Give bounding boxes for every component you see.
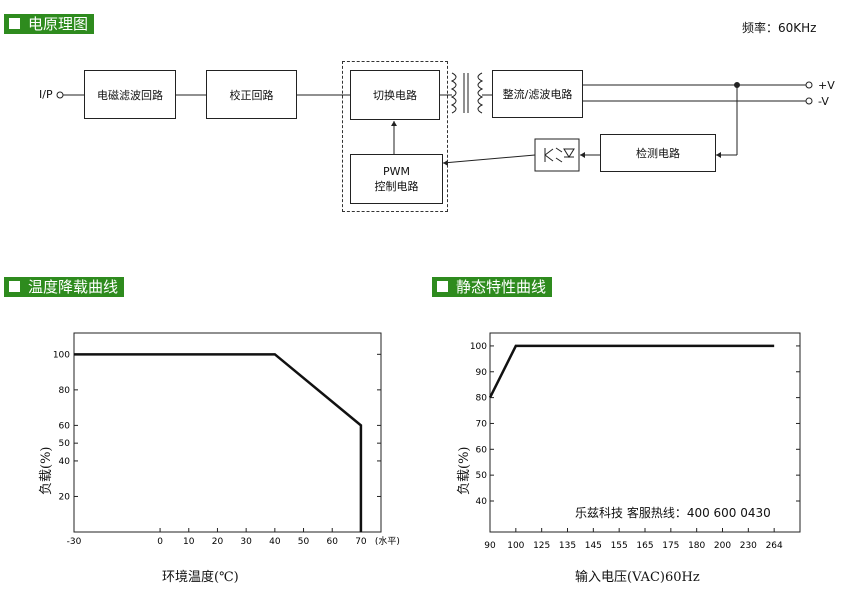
header-square-icon	[437, 281, 448, 292]
derating-plot-frame	[73, 332, 382, 533]
static-series-line	[488, 344, 775, 399]
derating-series-line	[74, 353, 363, 532]
derating-x-tick-label: 0	[157, 537, 163, 547]
derating-x-tick-label: 20	[212, 537, 224, 547]
block-emi-filter: 电磁滤波回路	[84, 70, 176, 119]
static-y-tick-label: 50	[476, 471, 488, 481]
static-y-tick-label: 40	[476, 497, 488, 507]
derating-y-tick-label: 20	[59, 492, 71, 502]
derating-x-tick-label: 60	[326, 537, 338, 547]
static-x-axis-label: 输入电压(VAC)60Hz	[575, 570, 700, 585]
static-x-tick-label: 145	[585, 541, 602, 551]
output-positive-label: +V	[818, 79, 835, 92]
output-negative-label: -V	[818, 95, 829, 108]
pwm-label: PWM	[382, 164, 410, 178]
switching-control-group	[342, 61, 448, 212]
static-y-tick-label: 60	[476, 445, 488, 455]
derating-x-tick-label: 10	[183, 537, 195, 547]
static-x-tick-label: 135	[559, 541, 576, 551]
derating-y-tick-label: 100	[53, 350, 70, 360]
header-square-icon	[9, 18, 20, 29]
static-x-tick-label: 100	[507, 541, 524, 551]
block-pwm-control: PWM 控制电路	[350, 154, 443, 204]
frequency-label: 频率：60KHz	[742, 21, 817, 35]
header-circuit-text: 电原理图	[28, 15, 89, 33]
static-y-axis-label: 负载(%)	[457, 446, 472, 496]
header-static-curve: 静态特性曲线	[432, 277, 553, 297]
block-switching: 切换电路	[350, 70, 440, 120]
static-x-tick-label: 200	[714, 541, 731, 551]
derating-x-axis-label: 环境温度(℃)	[162, 570, 239, 585]
derating-y-tick-label: 40	[59, 457, 71, 467]
watermark-text: 乐兹科技 客服热线：400 600 0430	[575, 506, 771, 520]
derating-y-tick-label: 60	[59, 421, 71, 431]
derating-y-tick-label: 80	[59, 386, 71, 396]
static-x-tick-label: 175	[662, 541, 679, 551]
header-derating-text: 温度降载曲线	[28, 278, 119, 296]
derating-x-suffix-label: (水平)	[375, 535, 400, 547]
derating-x-tick-label: 40	[269, 537, 281, 547]
static-x-tick-label: 264	[766, 541, 783, 551]
header-circuit-diagram: 电原理图	[4, 14, 95, 34]
static-plot-frame	[489, 332, 801, 533]
derating-x-tick-label: -30	[67, 537, 82, 547]
pwm-control-label: 控制电路	[374, 179, 419, 193]
static-y-tick-label: 70	[476, 419, 488, 429]
transformer-icon	[450, 72, 484, 114]
static-y-tick-label: 80	[476, 394, 488, 404]
block-pfc: 校正回路	[206, 70, 297, 119]
block-rectifier-filter: 整流/滤波电路	[492, 70, 583, 118]
derating-x-tick-label: 30	[240, 537, 252, 547]
header-derating-curve: 温度降载曲线	[4, 277, 125, 297]
static-x-tick-label: 155	[611, 541, 628, 551]
static-x-tick-label: 165	[636, 541, 653, 551]
header-square-icon	[9, 281, 20, 292]
static-y-tick-label: 100	[470, 342, 487, 352]
block-detection: 检测电路	[600, 134, 716, 172]
optocoupler-icon	[534, 138, 580, 172]
output-negative-terminal-icon	[805, 97, 813, 105]
header-static-text: 静态特性曲线	[456, 278, 547, 296]
static-x-tick-label: 230	[740, 541, 757, 551]
output-positive-terminal-icon	[805, 81, 813, 89]
derating-x-tick-label: 50	[298, 537, 310, 547]
static-x-tick-label: 90	[484, 541, 496, 551]
static-x-tick-label: 180	[688, 541, 705, 551]
static-x-tick-label: 125	[533, 541, 550, 551]
input-label: I/P	[39, 88, 53, 101]
derating-x-tick-label: 70	[355, 537, 367, 547]
derating-y-tick-label: 50	[59, 439, 71, 449]
static-y-tick-label: 90	[476, 368, 488, 378]
